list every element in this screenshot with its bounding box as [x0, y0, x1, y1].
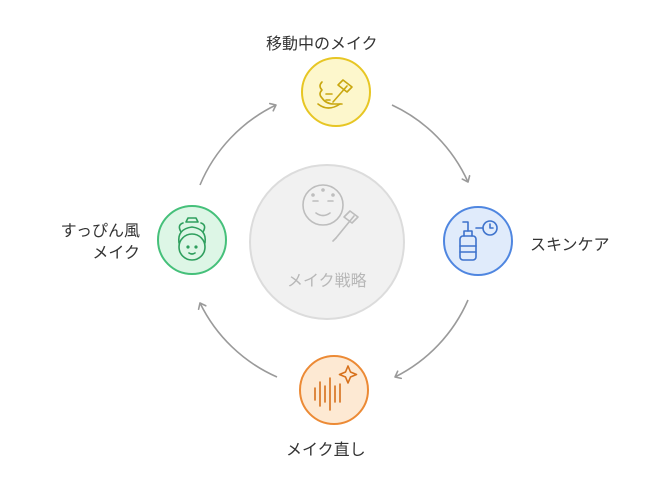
node-circle-top	[301, 57, 371, 127]
makeup-application-icon	[317, 79, 353, 109]
node-label-top: 移動中のメイク	[266, 34, 378, 53]
node-circle-bottom	[299, 355, 369, 425]
center-circle	[249, 164, 405, 320]
arrow-left-to-top	[199, 102, 277, 186]
node-circle-right	[443, 206, 513, 276]
node-label-left-line2: メイク	[92, 243, 140, 262]
node-label-bottom: メイク直し	[286, 440, 366, 459]
node-label-left: すっぴん風 メイク	[40, 220, 140, 264]
arrow-top-to-right	[391, 104, 471, 183]
natural-face-icon	[177, 217, 207, 261]
serum-bottle-timer-icon	[459, 220, 498, 261]
arrow-right-to-bottom	[394, 299, 469, 380]
node-label-left-line1: すっぴん風	[60, 221, 140, 240]
face-mask-brush-icon	[302, 184, 359, 242]
arrow-bottom-to-left	[197, 302, 278, 378]
sparkle-lines-icon	[314, 365, 358, 411]
node-label-right: スキンケア	[530, 235, 610, 254]
node-circle-left	[157, 205, 227, 275]
center-label: メイク戦略	[287, 271, 367, 290]
